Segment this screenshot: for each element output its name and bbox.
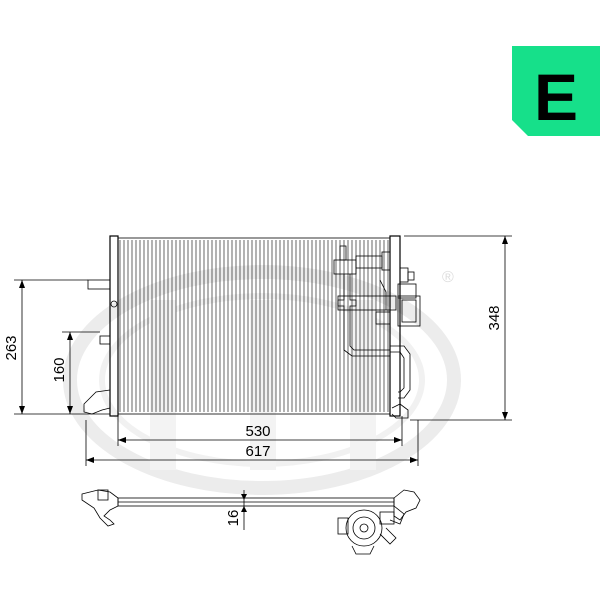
dimension-label-16: 16 <box>225 510 242 527</box>
dimension-label-617: 617 <box>245 443 270 460</box>
left-mounting-bracket <box>83 389 111 415</box>
bottom-view-left-fitting <box>81 489 119 527</box>
condenser-bottom-view <box>81 489 421 555</box>
core-frame <box>117 237 391 415</box>
core-fins <box>119 240 389 412</box>
bottom-view-receiver-drier <box>337 505 405 555</box>
watermark-bar-3 <box>350 300 376 470</box>
dimension-label-348: 348 <box>486 305 503 330</box>
dimension-core-width: 530 <box>117 416 403 446</box>
dimension-label-160: 160 <box>51 357 68 382</box>
dimension-annotations: 348 263 160 530 <box>3 235 512 530</box>
left-header-tank <box>109 235 119 417</box>
brand-logo: E <box>512 46 600 136</box>
logo-letter: E <box>534 60 578 134</box>
watermark-bar-2 <box>250 300 276 470</box>
dimension-label-530: 530 <box>245 423 270 440</box>
condenser-front-view <box>83 235 421 419</box>
receiver-drier-assembly <box>333 245 421 419</box>
brand-watermark: ® <box>63 265 461 495</box>
inlet-pipe-upper <box>87 279 111 290</box>
inlet-pipe-lower <box>99 335 111 345</box>
dimension-thickness: 16 <box>225 490 247 530</box>
watermark-bar-1 <box>150 300 176 470</box>
watermark-registered-mark: ® <box>442 269 454 286</box>
dimension-left-height-inner: 160 <box>51 331 100 414</box>
dimension-left-height-outer: 263 <box>3 279 110 415</box>
bottom-view-right-fitting <box>393 489 421 521</box>
dimension-overall-height: 348 <box>404 235 512 421</box>
left-fitting-bolt <box>110 300 118 308</box>
dimension-label-263: 263 <box>3 335 20 360</box>
dimension-overall-width: 617 <box>85 420 419 466</box>
logo-badge <box>512 46 600 136</box>
